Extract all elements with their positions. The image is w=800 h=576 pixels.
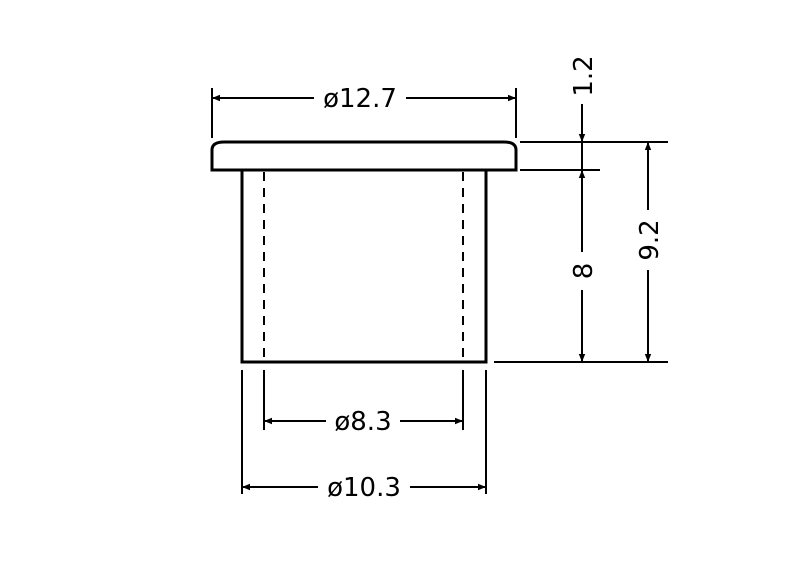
body-outline <box>240 170 488 364</box>
inner-diameter-label: ø8.3 <box>334 407 391 437</box>
bottom-extension-lines <box>241 370 487 494</box>
inner-diameter-dimension: ø8.3 <box>264 407 463 437</box>
flange-outline <box>210 140 518 172</box>
flange-thickness-label: 1.2 <box>569 55 599 96</box>
overall-length-label: 9.2 <box>635 219 665 260</box>
outer-diameter-label: ø10.3 <box>327 473 401 503</box>
flange-diameter-label: ø12.7 <box>323 84 397 114</box>
body-length-dimension: 8 <box>569 170 599 362</box>
bushing-part <box>210 140 518 364</box>
body-length-label: 8 <box>569 263 599 280</box>
flange-thickness-dimension: 1.2 <box>569 55 599 170</box>
outer-diameter-dimension: ø10.3 <box>242 473 486 503</box>
flange-diameter-dimension: ø12.7 <box>211 84 517 138</box>
overall-length-dimension: 9.2 <box>635 142 665 362</box>
